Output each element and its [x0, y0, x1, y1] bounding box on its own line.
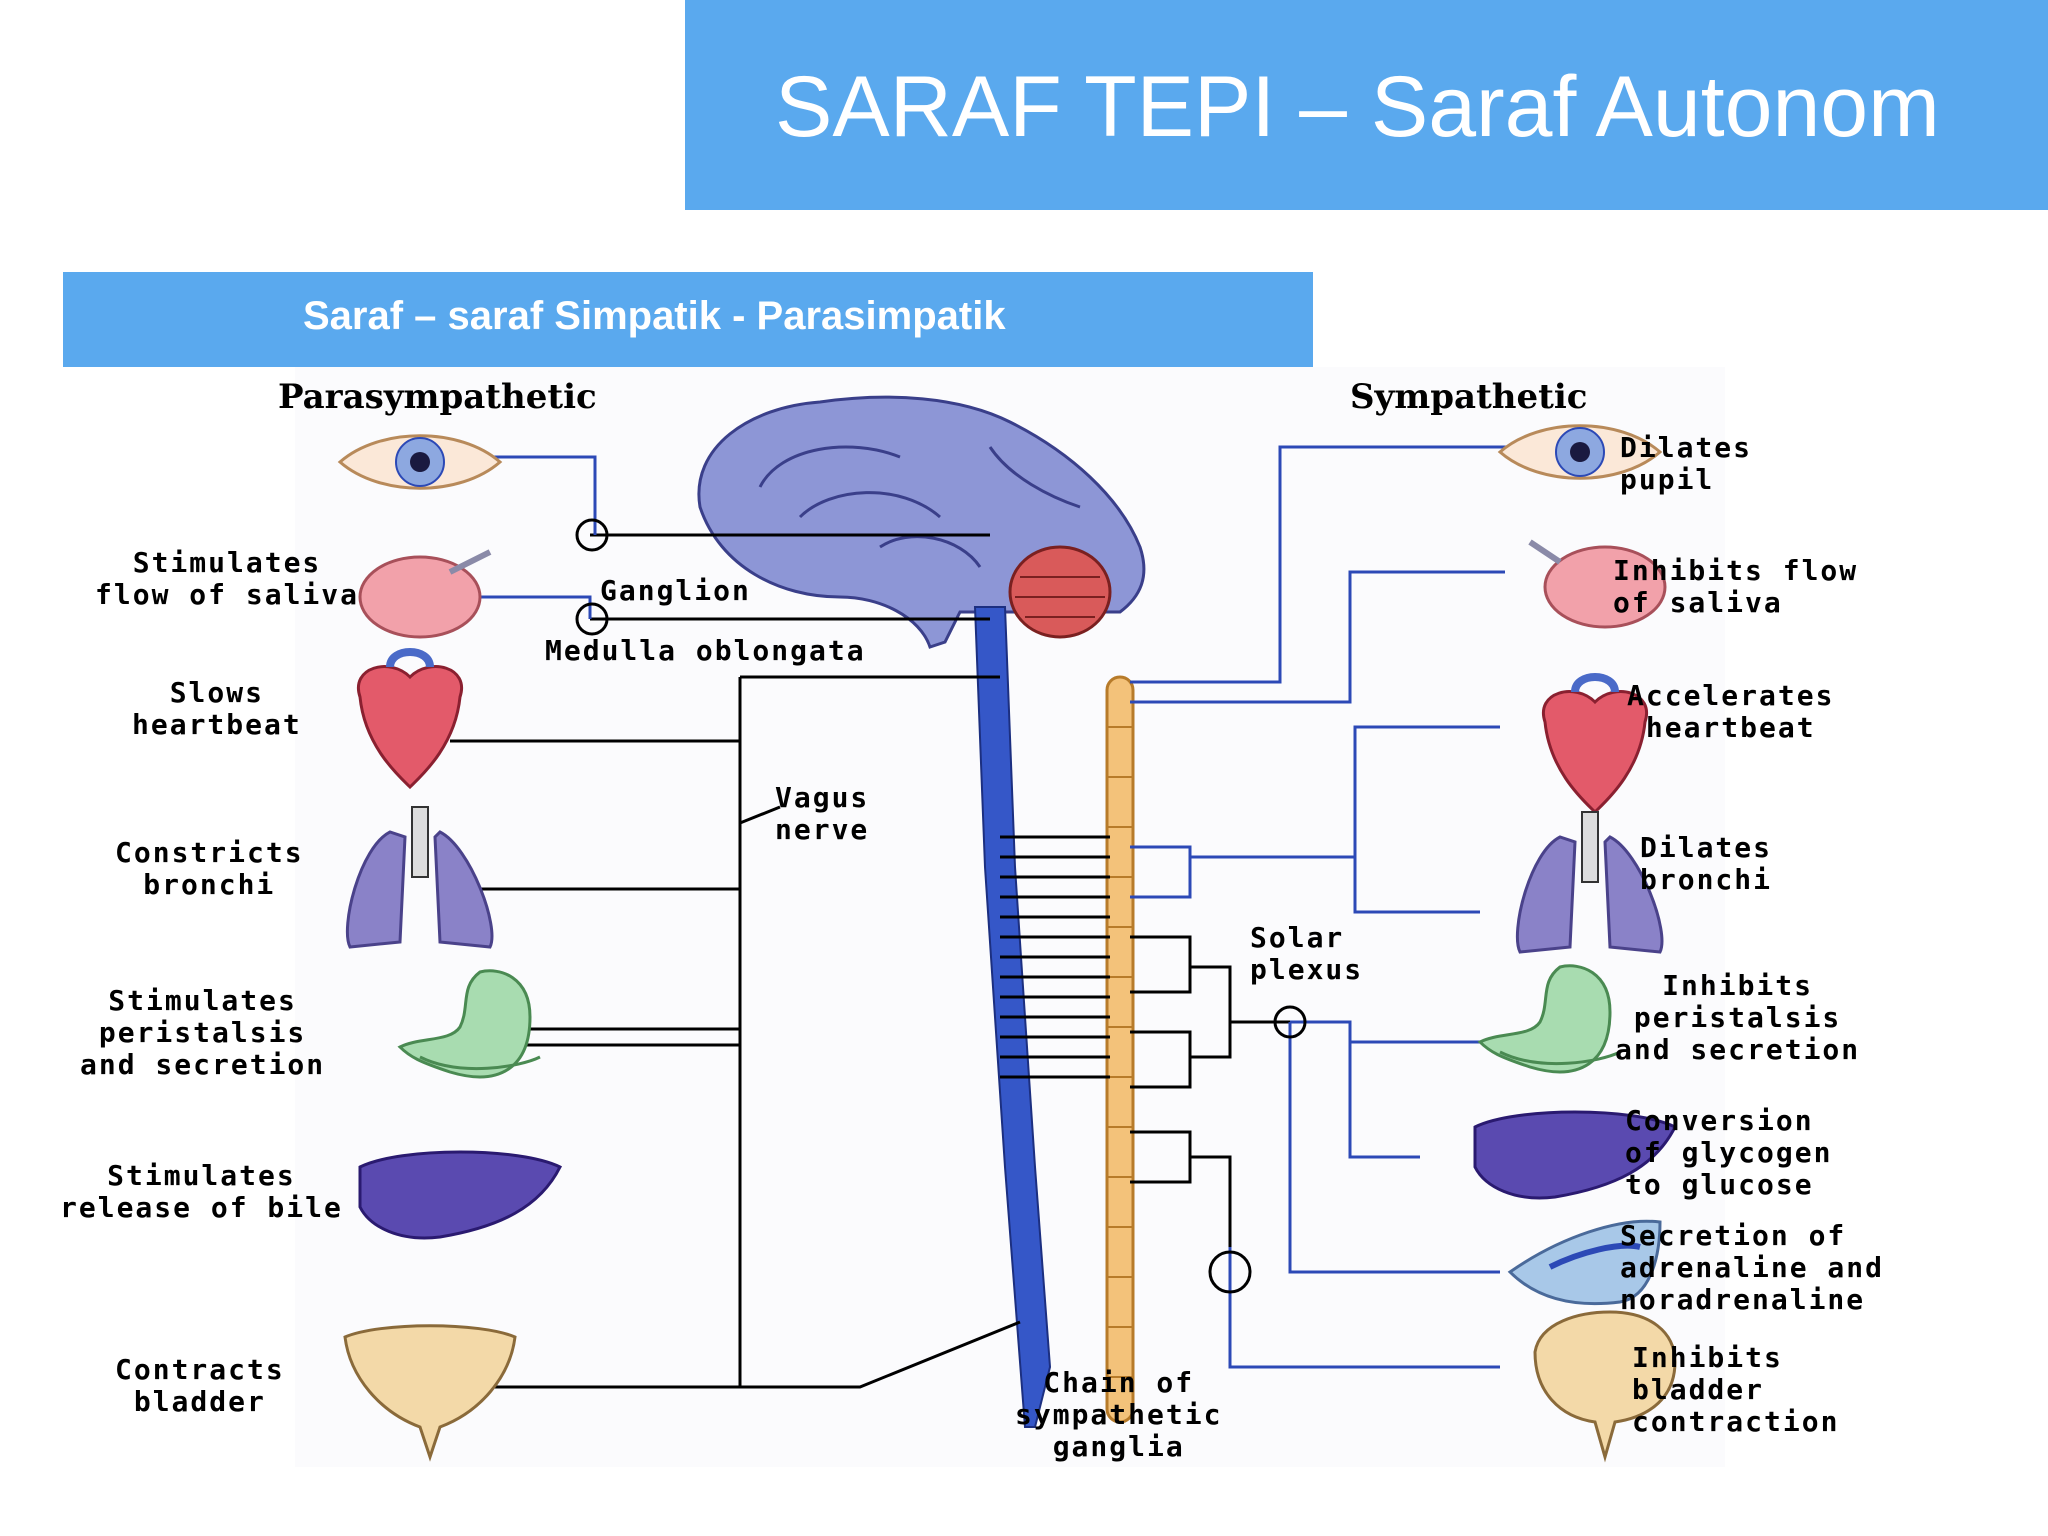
- slide-subtitle: Saraf – saraf Simpatik - Parasimpatik: [303, 294, 1006, 338]
- parasympathetic-pathways: [410, 533, 1290, 1389]
- right-liver-illustration: [1473, 1110, 1678, 1200]
- right-bladder-illustration: [1533, 1310, 1677, 1463]
- right-label-saliva: Inhibits flow of saliva: [1613, 554, 1859, 619]
- sympathetic-chain-label: Chain of sympathetic ganglia: [1015, 1366, 1223, 1463]
- title-banner: SARAF TEPI – Saraf Autonom: [685, 0, 2048, 210]
- left-eye-illustration: [337, 434, 503, 490]
- right-stomach-illustration: [1477, 964, 1621, 1074]
- right-heart-illustration: [1541, 673, 1649, 815]
- left-stomach-illustration: [397, 969, 541, 1079]
- solar-plexus-label: Solar plexus: [1250, 921, 1364, 986]
- right-label-peristalsis: Inhibits peristalsis and secretion: [1615, 969, 1861, 1066]
- vagus-nerve-label: Vagus nerve: [775, 781, 870, 846]
- ganglion-node-eye: [575, 518, 609, 552]
- left-bladder-illustration: [343, 1324, 517, 1462]
- slide-title: SARAF TEPI – Saraf Autonom: [775, 59, 1940, 155]
- right-label-bladder: Inhibits bladder contraction: [1632, 1341, 1840, 1438]
- right-label-heartbeat: Accelerates heartbeat: [1627, 679, 1835, 744]
- left-salivary-gland: [358, 549, 492, 639]
- right-lungs-illustration: [1515, 811, 1664, 954]
- diagram-artwork: [295, 367, 1725, 1467]
- left-liver-illustration: [358, 1150, 563, 1240]
- left-label-bronchi: Constricts bronchi: [115, 836, 304, 901]
- autonomic-nervous-system-diagram: Parasympathetic Sympathetic Ganglion Med…: [60, 367, 1970, 1467]
- subtitle-banner: Saraf – saraf Simpatik - Parasimpatik: [63, 272, 1313, 367]
- brain-illustration: [697, 395, 1146, 649]
- ganglion-label: Ganglion: [600, 574, 751, 607]
- sympathetic-pathways: [440, 445, 1510, 1369]
- left-label-bladder: Contracts bladder: [115, 1353, 285, 1418]
- right-adrenal-illustration: [1507, 1219, 1662, 1306]
- right-label-bronchi: Dilates bronchi: [1640, 831, 1773, 896]
- left-label-saliva: Stimulates flow of saliva: [95, 546, 360, 611]
- parasympathetic-heading: Parasympathetic: [278, 377, 597, 417]
- right-salivary-gland: [1528, 539, 1667, 629]
- sympathetic-heading: Sympathetic: [1350, 377, 1588, 417]
- right-eye-illustration: [1497, 424, 1663, 480]
- ganglion-node-saliva: [575, 602, 609, 636]
- lower-ganglion-node: [1208, 1250, 1252, 1294]
- sympathetic-chain: [1105, 675, 1135, 1424]
- right-label-glycogen: Conversion of glycogen to glucose: [1625, 1104, 1833, 1201]
- left-lungs-illustration: [345, 806, 494, 949]
- left-label-heartbeat: Slows heartbeat: [132, 676, 302, 741]
- left-heart-illustration: [356, 648, 464, 790]
- solar-plexus-node: [1273, 1005, 1307, 1039]
- right-label-pupil: Dilates pupil: [1620, 431, 1753, 496]
- right-label-adrenaline: Secretion of adrenaline and noradrenalin…: [1620, 1219, 1885, 1316]
- left-label-peristalsis: Stimulates peristalsis and secretion: [80, 984, 326, 1081]
- medulla-oblongata-label: Medulla oblongata: [545, 634, 866, 667]
- left-label-bile: Stimulates release of bile: [60, 1159, 343, 1224]
